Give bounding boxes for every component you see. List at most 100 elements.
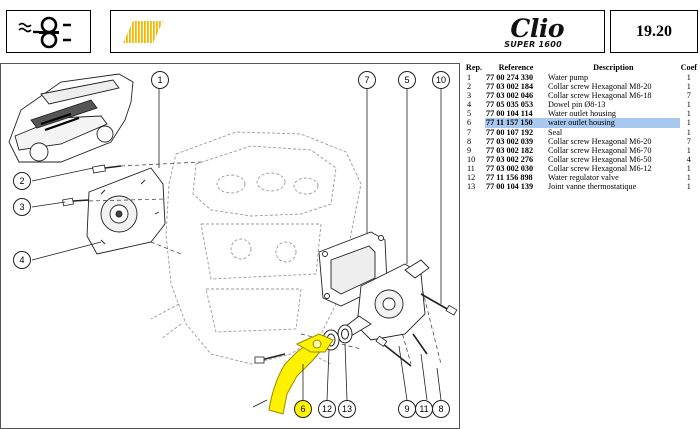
part-description-cell: Water regulator valve (548, 173, 619, 183)
part-description-cell: Water pump (548, 73, 589, 82)
part-coef-cell: 1 (686, 73, 691, 82)
parts-table: Rep. Reference Description Coef 1 77 00 2… (463, 63, 698, 191)
table-row[interactable]: 7 77 00 107 192 Seal 1 (463, 128, 698, 137)
part-description-cell: Joint vanne thermostatique (548, 182, 637, 192)
logo-text: Clio (510, 14, 564, 43)
section-icon-box (6, 10, 91, 53)
part-rep-cell: 10 (467, 154, 476, 164)
part-coef-cell: 1 (686, 182, 691, 192)
callout-7[interactable]: 7 (358, 71, 376, 89)
table-row[interactable]: 1 77 00 274 330 Water pump 1 (463, 73, 698, 82)
part-reference-cell: 77 03 002 184 (486, 82, 534, 92)
part-coef-cell: 1 (686, 118, 691, 128)
part-coef-cell: 1 (686, 82, 691, 92)
right-screws (254, 293, 458, 367)
table-row[interactable]: 3 77 03 002 046 Collar screw Hexagonal M6-… (463, 91, 698, 100)
part-rep-cell: 7 (467, 127, 472, 137)
callout-4[interactable]: 4 (13, 251, 31, 269)
left-bolts (62, 164, 122, 207)
callout-9[interactable]: 9 (398, 400, 416, 418)
part-rep-cell: 5 (467, 109, 472, 119)
col-description: Description (593, 63, 634, 72)
part-reference-cell: 77 00 107 192 (486, 127, 534, 137)
part-reference-cell: 77 03 002 039 (486, 136, 534, 146)
part-rep-cell: 6 (467, 118, 472, 128)
callout-2[interactable]: 2 (13, 172, 31, 190)
callout-3[interactable]: 3 (13, 198, 31, 216)
part-rep-cell: 9 (467, 145, 472, 155)
callout-leaders (31, 88, 442, 408)
clio-logo: Clio SUPER 1600 (464, 14, 564, 52)
table-row[interactable]: 9 77 03 002 182 Collar screw Hexagonal M6-… (463, 146, 698, 155)
part-coef-cell: 1 (686, 173, 691, 183)
part-coef-cell: 4 (686, 154, 691, 164)
catalog-header: Clio SUPER 1600 19.20 (0, 0, 700, 64)
parts-list: Rep. Reference Description Coef 1 77 00 2… (463, 63, 698, 191)
part-reference-cell: 77 11 157 150 (485, 118, 547, 128)
part-description-cell: Water outlet housing (548, 109, 617, 119)
water-outlet-housing-part (340, 259, 430, 341)
exploded-diagram: 1 2 3 4 5 6 7 8 9 10 11 12 13 (0, 63, 460, 429)
part-reference-cell: 77 05 035 053 (486, 100, 534, 110)
part-reference-cell: 77 11 156 898 (486, 173, 533, 183)
part-rep-cell: 1 (467, 73, 472, 82)
car-inset-illustration (8, 73, 134, 163)
table-row[interactable]: 13 77 00 104 139 Joint vanne thermostatiqu… (463, 182, 698, 191)
part-coef-cell: 1 (686, 109, 691, 119)
part-description-cell: Seal (548, 127, 563, 137)
part-reference-cell: 77 03 002 276 (486, 154, 534, 164)
part-coef-cell: 1 (686, 163, 691, 173)
part-rep-cell: 4 (467, 100, 472, 110)
table-row[interactable]: 12 77 11 156 898 Water regulator valve 1 (463, 173, 698, 182)
col-reference: Reference (498, 63, 534, 72)
part-description-cell: Collar screw Hexagonal M6-12 (548, 163, 652, 173)
part-description-cell: Collar screw Hexagonal M6-50 (548, 154, 652, 164)
page-number: 19.20 (636, 22, 672, 40)
callout-12[interactable]: 12 (318, 400, 336, 418)
part-description-cell: Collar screw Hexagonal M6-18 (548, 91, 652, 101)
table-row[interactable]: 11 77 03 002 030 Collar screw Hexagonal M6… (463, 164, 698, 173)
part-description-cell: water outlet housing (547, 118, 680, 128)
callout-13[interactable]: 13 (338, 400, 356, 418)
callout-1[interactable]: 1 (151, 71, 169, 89)
col-rep: Rep. (465, 63, 483, 72)
parts-table-header: Rep. Reference Description Coef (463, 63, 698, 73)
callout-10[interactable]: 10 (432, 71, 450, 89)
part-coef-cell: 7 (686, 136, 691, 146)
brand-stripes-icon (123, 21, 163, 43)
part-coef-cell: 7 (686, 91, 691, 101)
part-rep-cell: 13 (467, 182, 476, 192)
engine-exploded-view (8, 73, 458, 415)
part-reference-cell: 77 03 002 046 (486, 91, 534, 101)
col-coef: Coef (680, 63, 697, 72)
part-coef-cell: 1 (686, 127, 691, 137)
part-rep-cell: 3 (467, 91, 472, 101)
part-rep-cell: 12 (467, 173, 476, 183)
part-reference-cell: 77 03 002 030 (486, 163, 534, 173)
part-rep-cell: 11 (467, 163, 475, 173)
part-reference-cell: 77 00 104 114 (486, 109, 533, 119)
part-reference-cell: 77 03 002 182 (486, 145, 534, 155)
callout-8[interactable]: 8 (432, 400, 450, 418)
part-reference-cell: 77 00 274 330 (486, 73, 534, 82)
callout-6[interactable]: 6 (294, 400, 312, 418)
part-rep-cell: 2 (467, 82, 472, 92)
callout-11[interactable]: 11 (415, 400, 433, 418)
part-description-cell: Collar screw Hexagonal M6-70 (548, 145, 652, 155)
water-outlet-housing-6-part (268, 333, 334, 415)
logo-subtext: SUPER 1600 (504, 40, 562, 49)
page-number-box: 19.20 (610, 10, 698, 53)
table-row[interactable]: 10 77 03 002 276 Collar screw Hexagonal M6… (463, 155, 698, 164)
part-reference-cell: 77 00 104 139 (486, 182, 534, 192)
table-row[interactable]: 5 77 00 104 114 Water outlet housing 1 (463, 109, 698, 118)
part-coef-cell: 1 (686, 145, 691, 155)
part-description-cell: Collar screw Hexagonal M6-20 (548, 136, 652, 146)
part-description-cell: Dowel pin Ø8-13 (548, 100, 606, 110)
callout-5[interactable]: 5 (398, 71, 416, 89)
title-bar: Clio SUPER 1600 (110, 10, 605, 53)
